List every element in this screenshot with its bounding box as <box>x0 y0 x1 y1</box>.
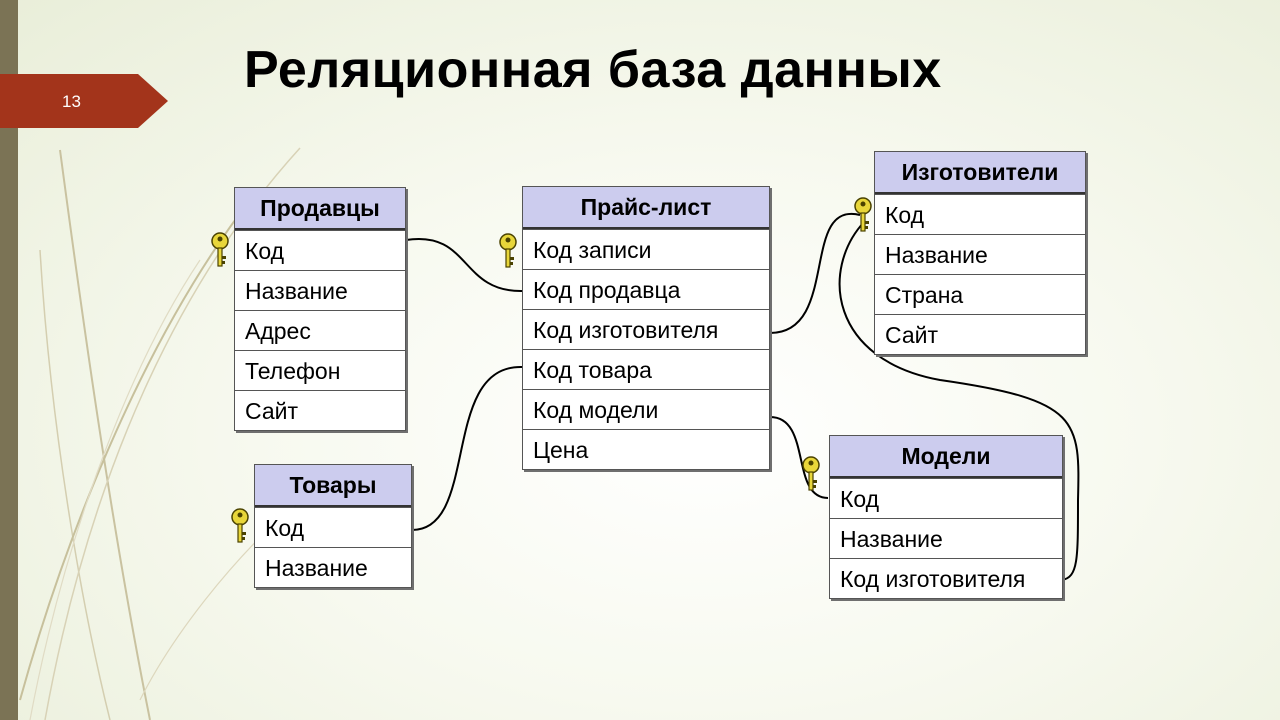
key-icon <box>802 456 820 491</box>
key-icon <box>231 508 249 543</box>
field-row: Код <box>235 230 405 270</box>
table-header: Прайс-лист <box>523 187 769 229</box>
key-icon <box>211 232 229 267</box>
field-row: Код модели <box>523 389 769 429</box>
field-row: Название <box>235 270 405 310</box>
link-models-manufacturers <box>838 221 1080 581</box>
link-sellers-pricelist <box>405 237 523 293</box>
table-header: Продавцы <box>235 188 405 230</box>
slide-number: 13 <box>62 92 81 111</box>
field-row: Код записи <box>523 229 769 269</box>
slide-number-badge: 13 <box>0 74 168 128</box>
field-row: Код товара <box>523 349 769 389</box>
table-header: Изготовители <box>875 152 1085 194</box>
field-row: Код продавца <box>523 269 769 309</box>
link-models-pricelist <box>769 416 829 499</box>
table-models: Модели Код Название Код изготовителя <box>829 435 1063 599</box>
field-row: Телефон <box>235 350 405 390</box>
left-accent-bar <box>0 0 18 720</box>
field-row: Страна <box>875 274 1085 314</box>
key-icon <box>499 233 517 268</box>
table-sellers: Продавцы Код Название Адрес Телефон Сайт <box>234 187 406 431</box>
table-header: Модели <box>830 436 1062 478</box>
table-header: Товары <box>255 465 411 507</box>
field-row: Адрес <box>235 310 405 350</box>
link-goods-pricelist <box>411 365 523 531</box>
field-row: Название <box>830 518 1062 558</box>
table-pricelist: Прайс-лист Код записи Код продавца Код и… <box>522 186 770 470</box>
field-row: Код <box>875 194 1085 234</box>
table-manufacturers: Изготовители Код Название Страна Сайт <box>874 151 1086 355</box>
field-row: Сайт <box>875 314 1085 354</box>
link-manufacturers-pricelist <box>769 212 861 334</box>
field-row: Код изготовителя <box>523 309 769 349</box>
key-icon <box>854 197 872 232</box>
page-title: Реляционная база данных <box>244 41 942 99</box>
field-row: Название <box>875 234 1085 274</box>
field-row: Код <box>830 478 1062 518</box>
field-row: Код изготовителя <box>830 558 1062 598</box>
table-goods: Товары Код Название <box>254 464 412 588</box>
field-row: Код <box>255 507 411 547</box>
field-row: Сайт <box>235 390 405 430</box>
field-row: Название <box>255 547 411 587</box>
field-row: Цена <box>523 429 769 469</box>
